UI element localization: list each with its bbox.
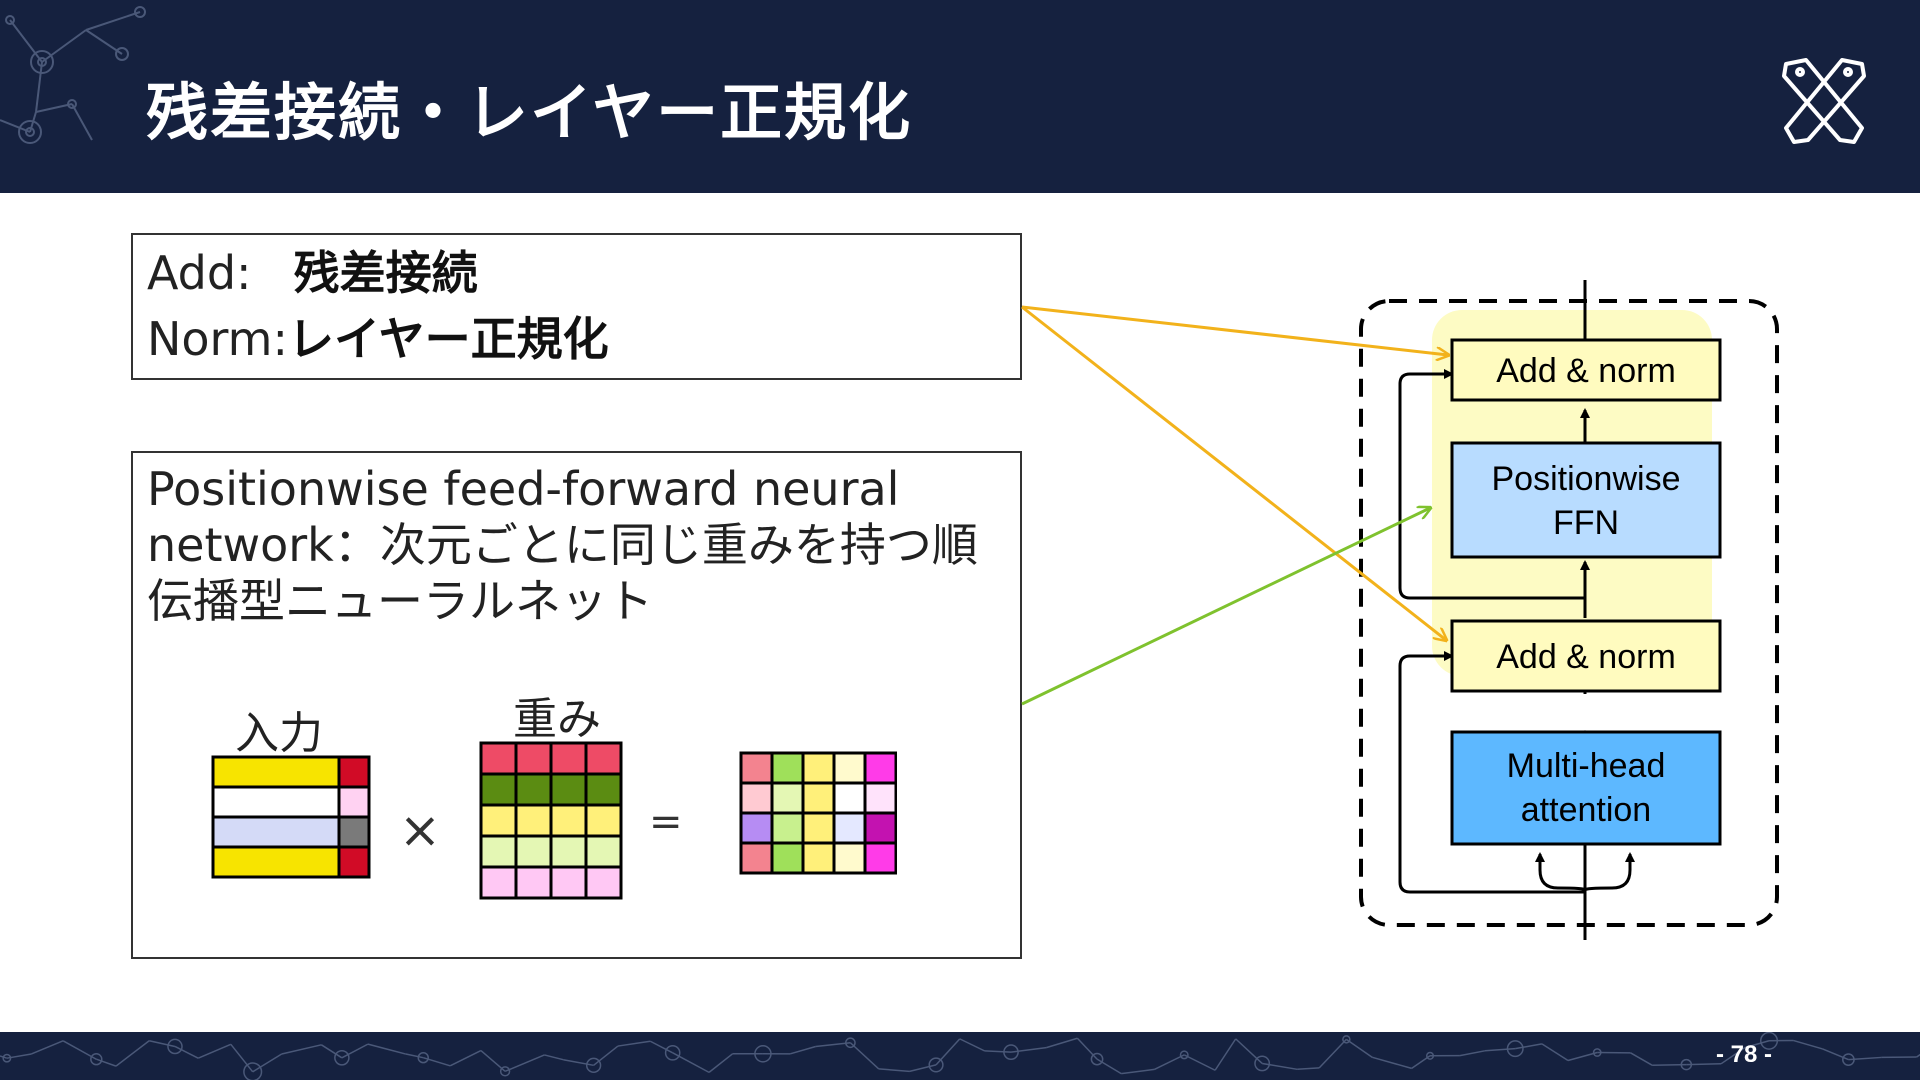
input-matrix-cell (337, 845, 371, 879)
add-norm-definition-box: Add: 残差接続 Norm:レイヤー正規化 (131, 233, 1022, 380)
norm-text: レイヤー正規化 (287, 312, 609, 366)
add-text: 残差接続 (293, 246, 478, 300)
ffn-label-line1: Positionwise (1492, 460, 1681, 498)
crossed-tools-logo-icon (1782, 58, 1866, 144)
weight-matrix-cell (549, 865, 588, 900)
weight-matrix-cell (479, 741, 518, 776)
output-matrix-cell (801, 811, 836, 845)
output-matrix-cell (863, 811, 897, 845)
weight-label: 重み (513, 694, 601, 745)
output-matrix-cell (863, 781, 897, 815)
output-matrix-cell (739, 811, 774, 845)
weight-matrix-cell (584, 803, 623, 838)
weight-matrix-cell (514, 741, 553, 776)
bottom-add-norm-box (1450, 619, 1722, 693)
slide-footer: - 78 - (0, 1032, 1920, 1080)
top-add-norm-label: Add & norm (1496, 352, 1676, 390)
network-decoration-icon (0, 6, 146, 144)
encoder-block-outline (1359, 299, 1779, 927)
weight-matrix-cell (584, 741, 623, 776)
weight-matrix-cell (479, 865, 518, 900)
norm-line: Norm:レイヤー正規化 (147, 303, 609, 369)
weight-matrix-cell (584, 834, 623, 869)
output-matrix (739, 751, 897, 875)
add-line: Add: 残差接続 (147, 237, 478, 303)
weight-matrix-cell (549, 834, 588, 869)
weight-matrix-cell (514, 865, 553, 900)
weight-matrix-cell (584, 865, 623, 900)
output-matrix-cell (770, 781, 805, 815)
input-matrix-row (211, 815, 341, 849)
footer-network-decoration-icon (0, 1032, 1920, 1080)
weight-matrix-cell (549, 803, 588, 838)
page-number: - 78 - (1715, 1041, 1772, 1068)
output-matrix-cell (739, 751, 774, 785)
ffn-description: Positionwise feed-forward neural network… (147, 461, 1007, 629)
output-matrix-cell (739, 841, 774, 875)
bottom-add-norm-label: Add & norm (1496, 638, 1676, 676)
output-matrix-cell (832, 781, 867, 815)
top-add-norm-box (1450, 338, 1722, 402)
weight-matrix-cell (479, 803, 518, 838)
input-matrix-cell (337, 815, 371, 849)
weight-matrix-cell (479, 834, 518, 869)
attention-input-left (1535, 852, 1587, 892)
mha-label-line2: attention (1521, 791, 1651, 829)
ffn-description-english: Positionwise feed-forward neural network (147, 462, 900, 572)
attention-input-right (1583, 852, 1635, 892)
input-matrix-cell (337, 755, 371, 789)
output-matrix-cell (832, 751, 867, 785)
ffn-label-line2: FFN (1553, 504, 1619, 542)
ffn-description-japanese: 次元ごとに同じ重みを持つ順伝播型ニューラルネット (147, 518, 978, 628)
output-matrix-cell (863, 841, 897, 875)
transformer-block-diagram: Add & norm Positionwise FFN Add & norm M… (1359, 280, 1779, 940)
weight-matrix-cell (514, 772, 553, 807)
input-matrix (211, 755, 371, 879)
output-matrix-cell (863, 751, 897, 785)
weight-matrix-cell (479, 772, 518, 807)
input-label: 入力 (235, 708, 323, 759)
weight-matrix-cell (549, 741, 588, 776)
norm-label: Norm: (147, 312, 288, 366)
output-matrix-cell (801, 751, 836, 785)
output-matrix-cell (832, 811, 867, 845)
weight-matrix-cell (514, 834, 553, 869)
output-matrix-cell (770, 841, 805, 875)
ffn-box (1450, 441, 1722, 559)
output-matrix-cell (770, 811, 805, 845)
slide-title: 残差接続・レイヤー正規化 (146, 76, 913, 149)
weight-matrix-cell (549, 772, 588, 807)
mha-label-line1: Multi-head (1507, 747, 1666, 785)
output-matrix-cell (801, 781, 836, 815)
output-matrix-cell (801, 841, 836, 875)
slide-header: 残差接続・レイヤー正規化 (0, 0, 1920, 193)
input-matrix-row (211, 845, 341, 879)
ffn-definition-box: Positionwise feed-forward neural network… (131, 451, 1022, 959)
weight-matrix-cell (584, 772, 623, 807)
input-matrix-row (211, 755, 341, 789)
weight-matrix-cell (514, 803, 553, 838)
input-matrix-row (211, 785, 341, 819)
ffn-description-separator: ： (333, 518, 380, 572)
weight-matrix (479, 741, 623, 900)
output-matrix-cell (739, 781, 774, 815)
input-matrix-cell (337, 785, 371, 819)
add-label: Add: (147, 246, 252, 300)
output-matrix-cell (770, 751, 805, 785)
output-matrix-cell (832, 841, 867, 875)
equals-symbol: = (649, 799, 683, 845)
times-symbol: × (399, 801, 441, 859)
mha-box (1450, 730, 1722, 846)
